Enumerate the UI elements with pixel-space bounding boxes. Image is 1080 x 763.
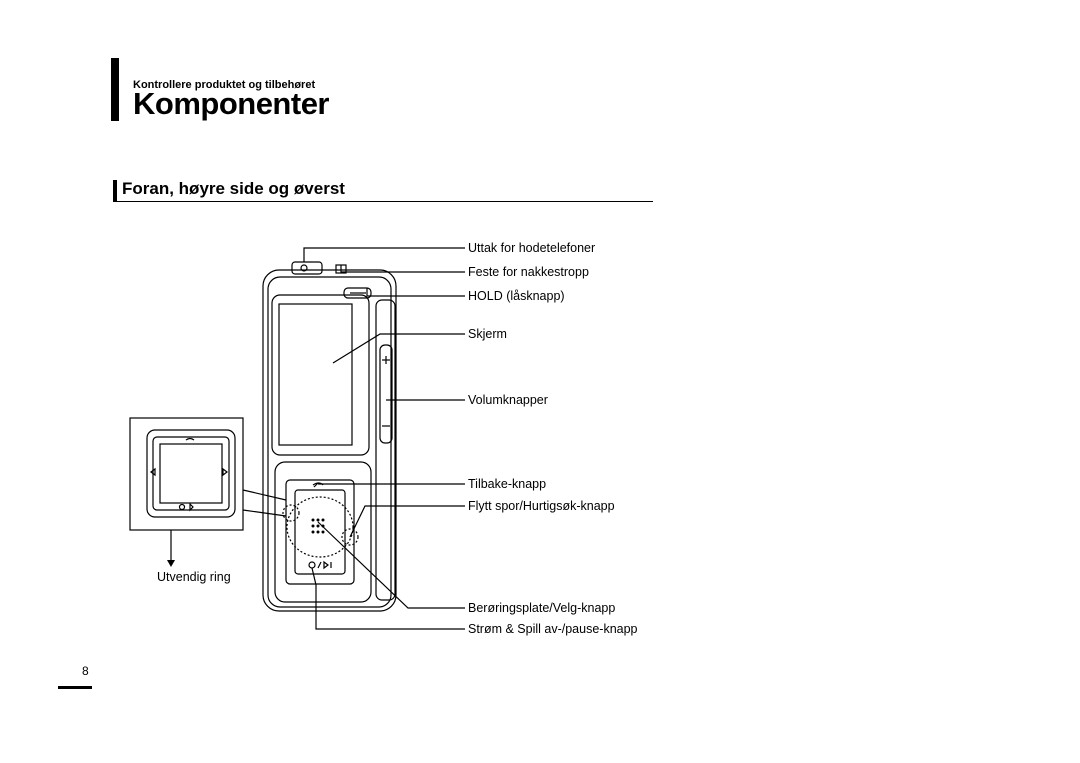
label-outer-ring: Utvendig ring xyxy=(157,570,231,584)
power-play-glyph-icon xyxy=(308,560,332,570)
label-touchpad: Berøringsplate/Velg-knapp xyxy=(468,601,616,615)
title-accent-bar xyxy=(111,58,119,121)
page-number-bar xyxy=(58,686,92,689)
section-heading: Foran, høyre side og øverst xyxy=(122,179,345,198)
player-body xyxy=(262,269,397,612)
label-power: Strøm & Spill av-/pause-knapp xyxy=(468,622,638,636)
label-skip: Flytt spor/Hurtigsøk-knapp xyxy=(468,499,615,513)
volume-rocker-icon xyxy=(379,344,393,444)
chapter-kicker: Kontrollere produktet og tilbehøret xyxy=(133,79,316,91)
inset-glyphs-icon xyxy=(150,437,228,512)
headphone-jack-icon xyxy=(291,261,323,275)
hold-switch-icon xyxy=(343,287,372,299)
screen-icon xyxy=(271,294,370,456)
section-rule xyxy=(113,201,653,202)
page-number: 8 xyxy=(82,664,89,678)
label-back: Tilbake-knapp xyxy=(468,477,547,491)
label-hold: HOLD (låsknapp) xyxy=(468,289,565,303)
callout-lines xyxy=(303,247,465,630)
page-title: Komponenter xyxy=(133,86,330,121)
label-screen: Skjerm xyxy=(468,327,507,341)
control-area xyxy=(274,461,372,603)
section-accent-bar xyxy=(113,180,117,201)
touchpad-dots-icon xyxy=(311,518,325,534)
label-strap: Feste for nakkestropp xyxy=(468,265,589,279)
dotted-ring-icon xyxy=(282,496,359,558)
label-headphone-jack: Uttak for hodetelefoner xyxy=(468,241,596,255)
outer-ring-arrow-icon xyxy=(167,560,175,567)
label-volume: Volumknapper xyxy=(468,393,548,407)
